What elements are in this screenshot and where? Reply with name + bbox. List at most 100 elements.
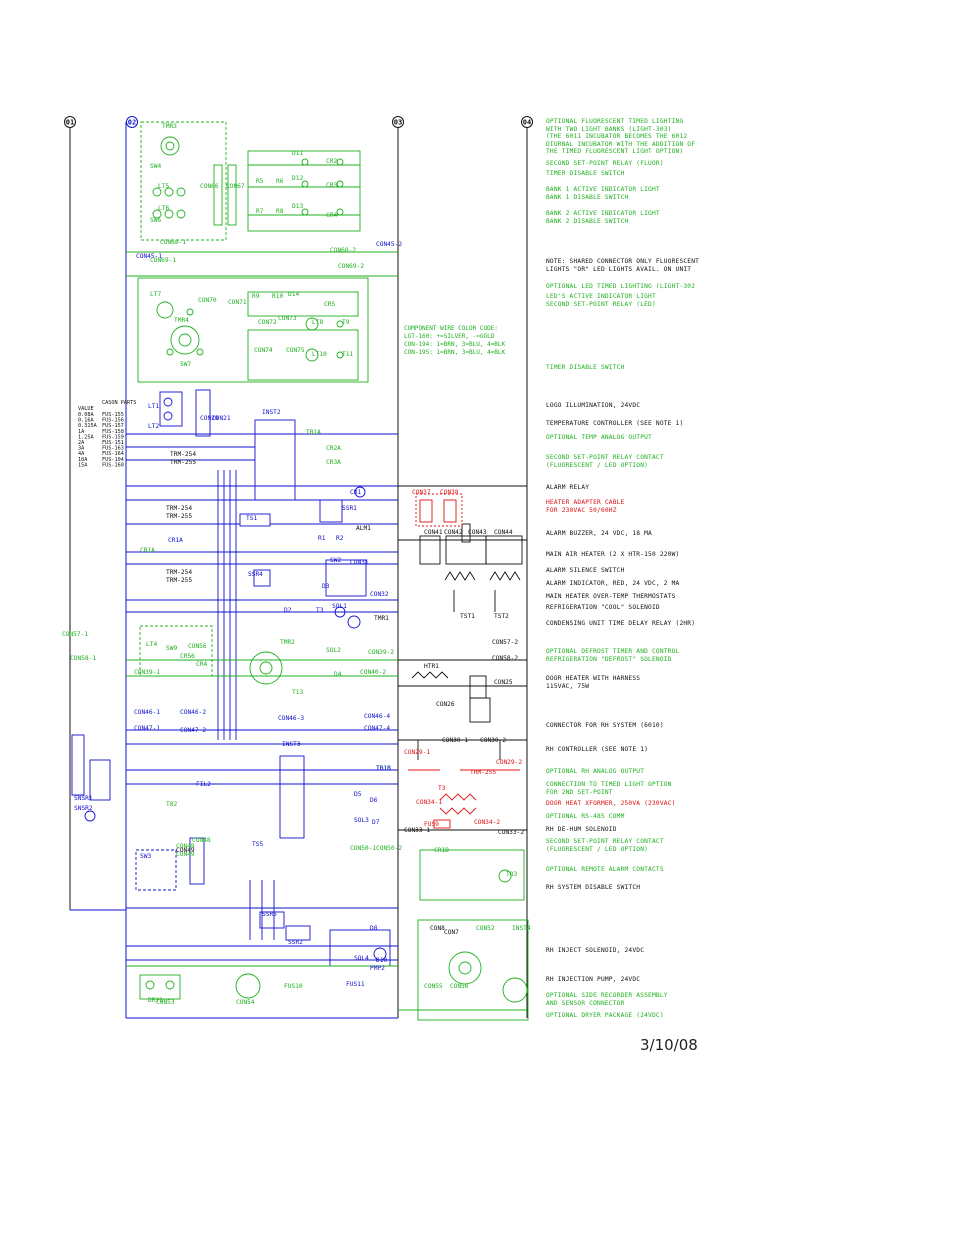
component-label-green-60: CON56 [450,983,469,990]
note-n35: RH INJECT SOLENOID, 24VDC [546,947,645,954]
fuse-row-3-value: 1A [78,429,85,435]
led-option-box [137,277,369,383]
component-label-green-37: T11 [342,351,353,358]
fuse-row-5-value: 2A [78,440,85,446]
note-n31: RH DE-HUM SOLENOID [546,826,617,833]
component-label-black-18: TRM-255 [170,459,196,466]
component-label-black-10: HTR1 [424,663,439,670]
bus-marker-01: 01 [64,116,76,128]
component-label-green-33: SW7 [180,361,191,368]
component-label-red-5: T3 [438,785,446,792]
svg-text:02: 02 [128,119,136,127]
component-label-blue-25: CON46-3 [278,715,304,722]
component-label-blue-37: D6 [370,797,378,804]
fuse-row-8-part: FUS-104 [102,457,124,463]
component-label-green-32: T9 [342,319,350,326]
component-label-green-68: CON57-1 [62,631,88,638]
wire-color-code-line-2: CON-194: 1=BRN, 3=BLU, 4=BLK [404,341,506,348]
note-n29: DOOR HEAT XFORMER, 250VA (230VAC) [546,800,676,807]
component-label-blue-21: CON46-1 [134,709,160,716]
wire-color-code-line-1: LGT-160: +=SILVER, -=GOLD [404,333,495,340]
component-label-blue-23: CON46-2 [180,709,206,716]
note-n28: CONNECTION TO TIMED LIGHT OPTION FOR 2ND… [546,781,672,796]
note-n30: OPTIONAL RS-485 COMM [546,813,625,820]
component-label-green-67: CR56 [180,653,195,660]
heater-adapter-red [408,493,520,829]
component-label-green-58: CON54 [236,999,255,1006]
note-n15: HEATER ADAPTER CABLE FOR 230VAC 50/60HZ [546,499,625,514]
component-label-green-70: LT4 [146,641,157,648]
component-label-blue-44: SNSR2 [74,805,93,812]
component-label-green-52: T83 [506,871,517,878]
component-label-blue-40: D8 [370,925,378,932]
note-n9: TIMER DISABLE SWITCH [546,364,625,371]
component-label-black-1: CON41 [424,529,443,536]
component-label-blue-22: CON47-1 [134,725,160,732]
note-n32: SECOND SET-POINT RELAY CONTACT (FLUORESC… [546,838,664,853]
component-label-blue-45: SNSR1 [74,795,93,802]
component-label-green-15: D11 [292,150,303,157]
component-label-green-13: R7 [256,208,264,215]
component-label-green-6: CON67 [226,183,245,190]
component-label-blue-9: CR1 [350,489,361,496]
component-label-red-2: CON29-1 [404,749,430,756]
component-label-red-1: CON38 [440,489,459,496]
component-label-green-12: R6 [276,178,284,185]
dryer-recorder-section [126,625,529,1021]
component-label-black-6: TST2 [494,613,509,620]
note-n36: RH INJECTION PUMP, 24VDC [546,976,641,983]
fuse-table-header-parts: CASON PARTS [102,400,136,406]
component-label-green-35: CON75 [286,347,305,354]
component-label-green-43: SOL2 [326,647,341,654]
component-label-blue-1: LT1 [148,403,159,410]
fuse-row-4-value: 1.25A [78,434,94,440]
component-label-green-23: CON71 [228,299,247,306]
note-n3: TIMER DISABLE SWITCH [546,170,625,177]
component-label-blue-27: CON47-4 [364,725,390,732]
component-label-blue-14: T3 [316,607,324,614]
component-label-blue-17: D2 [284,607,292,614]
component-label-blue-2: LT2 [148,423,159,430]
component-label-blue-5: CON45-1 [136,253,162,260]
fuse-row-0-part: FUS-155 [102,412,124,418]
component-label-blue-16: D3 [322,583,330,590]
component-label-black-20: TRM-255 [166,513,192,520]
note-n22: CONDENSING UNIT TIME DELAY RELAY (2HR) [546,620,696,627]
note-n1: OPTIONAL FLUORESCENT TIMED LIGHTING WITH… [546,118,696,156]
component-label-black-25: CON7 [444,929,459,936]
component-label-black-7: TMR1 [374,615,389,622]
component-label-black-22: TRM-255 [166,577,192,584]
component-label-green-30: CON73 [278,315,297,322]
note-n11: TEMPERATURE CONTROLLER (SEE NOTE 1) [546,420,684,427]
component-label-red-8: FUS9 [424,821,439,828]
component-label-green-44: CR4 [196,661,207,668]
note-n14: ALARM RELAY [546,484,590,491]
component-label-green-72: CON56 [188,643,207,650]
component-label-blue-32: SSR5 [262,911,277,918]
component-label-green-41: CON40-2 [360,669,386,676]
fuse-table-header-value: VALUE [78,406,94,412]
fuse-row-4-part: FUS-159 [102,434,124,440]
component-label-blue-38: SOL4 [354,955,369,962]
component-label-black-12: CON26 [436,701,455,708]
note-n12: OPTIONAL TEMP ANALOG OUTPUT [546,434,652,441]
component-label-red-6: CON34-1 [416,799,442,806]
component-label-black-19: TRM-254 [166,505,192,512]
component-label-green-2: LT5 [158,183,169,190]
component-label-green-42: TMR2 [280,639,295,646]
bus-lines [69,122,528,1018]
component-label-green-55: CON50-1 [350,845,376,852]
component-label-blue-33: SSR2 [288,939,303,946]
note-n25: CONNECTOR FOR RH SYSTEM (6010) [546,722,664,729]
component-label-green-14: R8 [276,208,284,215]
component-label-blue-3: CON20 [200,415,219,422]
component-label-green-8: CR2 [326,158,337,165]
fuse-row-8-value: 10A [78,457,88,463]
component-label-green-45: D4 [334,671,342,678]
fuse-row-7-value: 4A [78,451,85,457]
component-label-blue-28: INST3 [282,741,301,748]
component-label-blue-12: CON31 [350,559,369,566]
